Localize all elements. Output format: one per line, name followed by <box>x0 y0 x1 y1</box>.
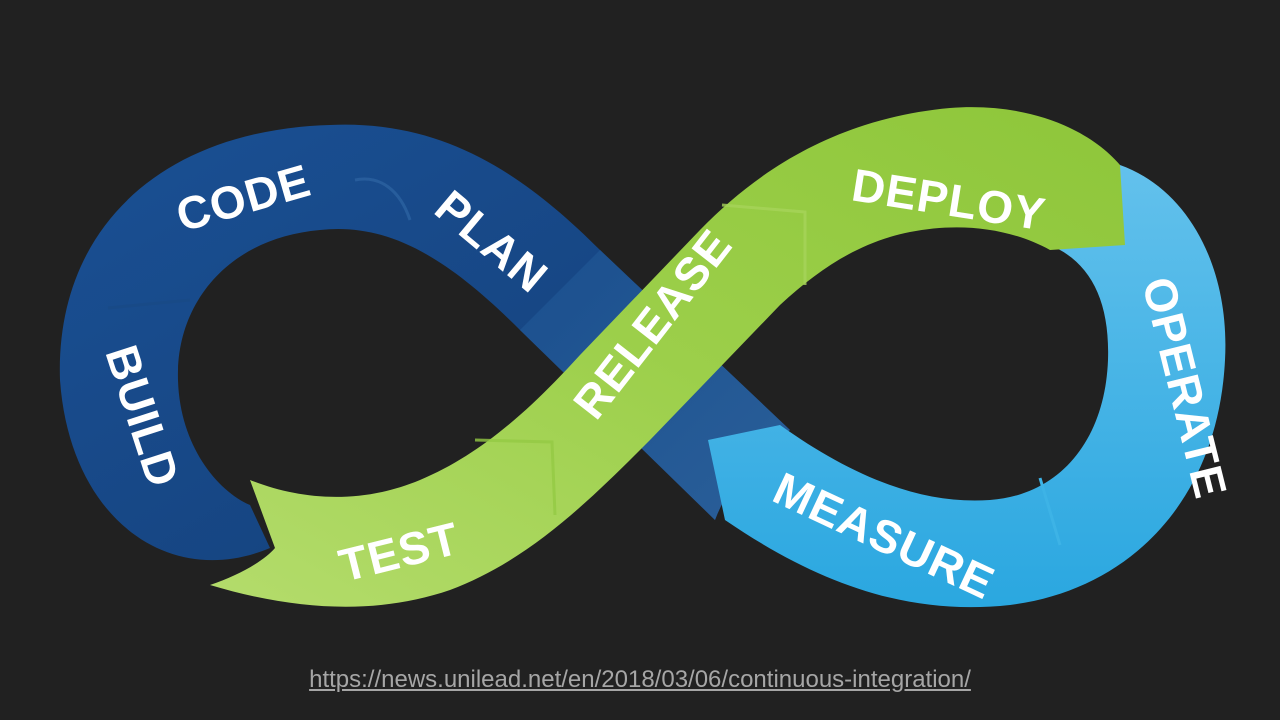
segment-divider <box>1038 477 1062 546</box>
source-link[interactable]: https://news.unilead.net/en/2018/03/06/c… <box>309 666 971 693</box>
segment-divider <box>107 298 191 310</box>
ops-loop-band <box>708 165 1226 608</box>
segment-divider <box>354 177 412 221</box>
release-band-shape <box>210 107 1125 607</box>
dev-loop-shape <box>59 124 790 561</box>
segment-divider <box>474 438 557 516</box>
release-band <box>210 107 1125 607</box>
ops-loop-shape <box>708 165 1226 608</box>
segment-divider <box>721 203 807 285</box>
